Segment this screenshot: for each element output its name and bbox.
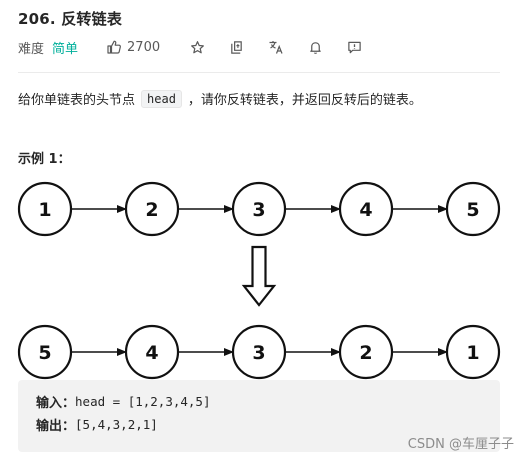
output-list-row: 5 4 3 2 1 [17, 324, 501, 380]
difficulty-label: 难度 [18, 41, 45, 57]
node-value: 3 [252, 199, 265, 221]
linked-list-diagram: 1 2 3 4 5 5 4 3 2 1 [17, 181, 501, 380]
thumbs-up-icon [107, 40, 121, 54]
input-label: 输入： [36, 396, 76, 411]
down-arrow [241, 245, 277, 307]
example-title: 示例 1： [18, 152, 71, 167]
node-value: 3 [252, 342, 265, 364]
node-value: 2 [359, 342, 372, 364]
share-button[interactable] [229, 40, 244, 55]
node-value: 5 [38, 342, 51, 364]
list-node [445, 181, 501, 237]
example-io-box [18, 380, 500, 452]
list-node [338, 324, 394, 380]
node-value: 2 [145, 199, 158, 221]
node-value: 5 [466, 199, 479, 221]
difficulty-badge: 简单 [52, 41, 79, 57]
input-list-row: 1 2 3 4 5 [17, 181, 501, 237]
list-node [124, 181, 180, 237]
example-input-line: 输入： head = [1,2,3,4,5] [18, 392, 210, 411]
problem-title: 206. 反转链表 [18, 10, 123, 28]
node-value: 4 [359, 199, 372, 221]
description-text-after: ，请你反转链表，并返回反转后的链表。 [187, 93, 422, 108]
node-value: 1 [466, 342, 479, 364]
translate-button[interactable] [268, 39, 284, 55]
list-node [338, 181, 394, 237]
favorite-button[interactable] [190, 40, 205, 55]
problem-meta-row: 难度 简单 2700 [18, 36, 362, 58]
share-icon [231, 40, 242, 54]
like-button[interactable]: 2700 [106, 39, 160, 55]
header-divider [18, 72, 500, 73]
like-count: 2700 [127, 39, 161, 55]
input-value: head = [1,2,3,4,5] [75, 394, 211, 409]
description-code: head [141, 89, 182, 108]
node-value: 4 [145, 342, 158, 364]
feedback-button[interactable] [347, 40, 362, 55]
translate-icon [269, 41, 283, 54]
list-node [17, 324, 73, 380]
node-value: 1 [38, 199, 51, 221]
list-node [445, 324, 501, 380]
problem-description: 给你单链表的头节点 head ，请你反转链表，并返回反转后的链表。 [18, 89, 422, 108]
watermark: CSDN @车厘子子 [407, 437, 514, 452]
bell-icon [310, 41, 321, 54]
notify-button[interactable] [308, 40, 323, 55]
list-node [231, 181, 287, 237]
list-node [231, 324, 287, 380]
output-value: [5,4,3,2,1] [75, 417, 158, 432]
output-label: 输出： [36, 419, 76, 434]
description-text-before: 给你单链表的头节点 [18, 93, 136, 108]
example-output-line: 输出： [5,4,3,2,1] [18, 415, 158, 434]
feedback-icon [348, 41, 361, 53]
list-node [17, 181, 73, 237]
star-icon [191, 40, 205, 53]
list-node [124, 324, 180, 380]
